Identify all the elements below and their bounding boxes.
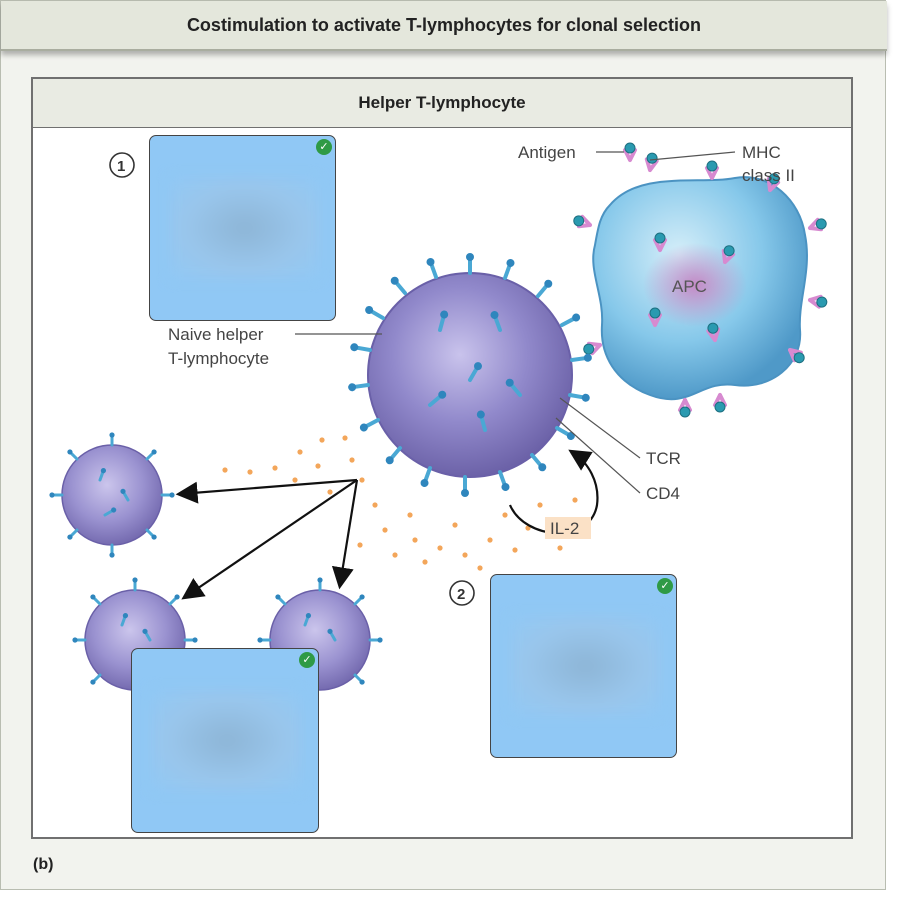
step-2-marker: 2	[449, 580, 475, 606]
label-dropbox-2[interactable]: ✓	[490, 574, 677, 758]
il-2-feedback-arrow	[508, 449, 599, 535]
svg-text:1: 1	[117, 158, 125, 175]
tcr-label: TCR	[646, 449, 681, 468]
proliferation-arrows	[175, 478, 359, 600]
label-dropbox-3[interactable]: ✓	[131, 648, 319, 833]
apc-cell	[570, 141, 830, 419]
antigen-label: Antigen	[518, 143, 576, 162]
hidden-answer	[150, 689, 304, 792]
panel-letter: (b)	[33, 856, 54, 873]
mhc-label-line2: class II	[742, 166, 795, 185]
il-2-label: IL-2	[550, 519, 579, 538]
step-1-marker: 1	[109, 152, 135, 178]
check-icon: ✓	[316, 139, 332, 155]
naive-label-line2: T-lymphocyte	[168, 349, 269, 368]
leader-lines	[295, 151, 736, 494]
cd4-label: CD4	[646, 484, 680, 503]
hidden-answer	[509, 615, 662, 717]
figure-title: Costimulation to activate T-lymphocytes …	[1, 1, 887, 51]
check-icon: ✓	[657, 578, 673, 594]
hidden-answer	[168, 176, 321, 280]
clone-t-cell-top	[47, 430, 177, 560]
naive-helper-t-cell	[345, 251, 595, 499]
il-2-molecules	[222, 435, 588, 571]
panel-header: Helper T-lymphocyte	[33, 79, 851, 128]
label-dropbox-1[interactable]: ✓	[149, 135, 336, 321]
svg-text:2: 2	[457, 586, 465, 603]
check-icon: ✓	[299, 652, 315, 668]
mhc-label-line1: MHC	[742, 143, 781, 162]
naive-label-line1: Naive helper	[168, 325, 264, 344]
il-2-label-background	[545, 517, 591, 539]
apc-label: APC	[672, 277, 707, 296]
